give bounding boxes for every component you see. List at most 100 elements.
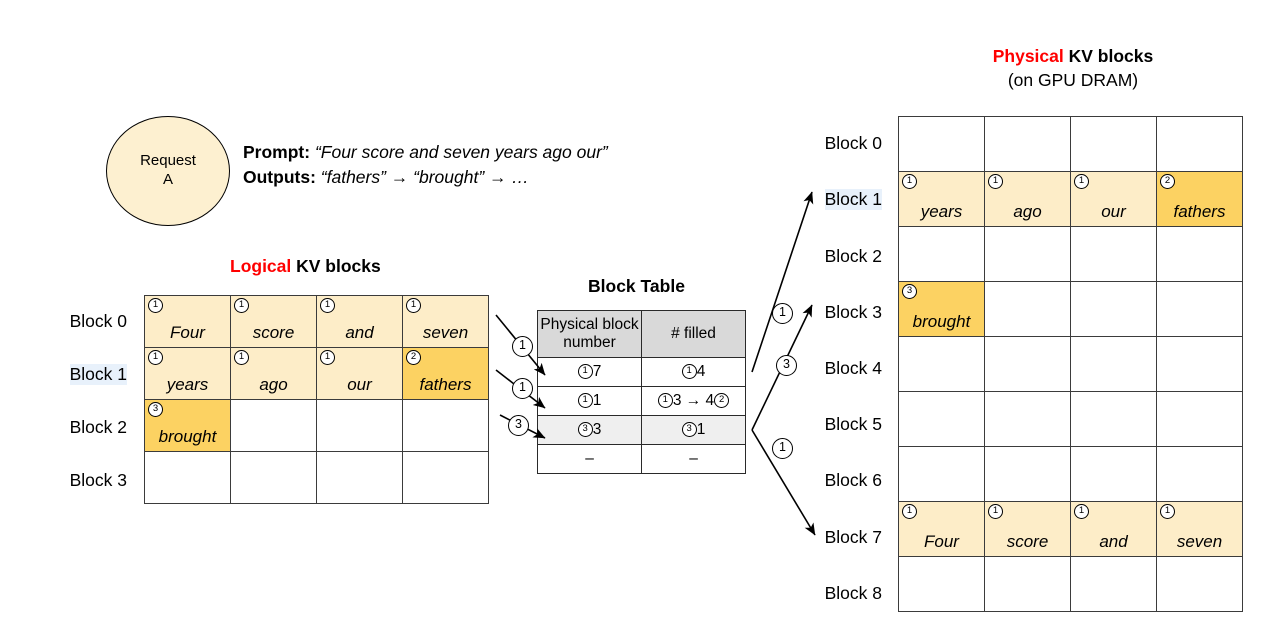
request-label: Request <box>140 152 196 170</box>
header-line-2: number <box>563 334 616 351</box>
num-filled-value: – <box>689 450 698 467</box>
physical-block-value: 1 <box>592 392 602 409</box>
token-text: Four <box>170 323 205 342</box>
step-number-badge: 1 <box>902 174 917 189</box>
kv-cell <box>1070 391 1157 447</box>
token-text: our <box>347 375 372 394</box>
kv-cell <box>402 399 489 452</box>
header-num-filled: # filled <box>641 310 746 358</box>
kv-cell <box>898 226 985 282</box>
token-text: our <box>1101 202 1126 221</box>
kv-cell <box>984 556 1071 612</box>
step-number-badge: 1 <box>1074 504 1089 519</box>
kv-cell <box>1070 226 1157 282</box>
kv-cell <box>1070 336 1157 392</box>
prompt-text: “Four score and seven years ago our” <box>314 142 608 162</box>
header-physical-block-number: Physical block number <box>537 310 642 358</box>
physical-block-value: 3 <box>592 421 602 438</box>
kv-cell <box>402 451 489 504</box>
step-number-badge: 1 <box>234 298 249 313</box>
kv-cell <box>316 399 403 452</box>
step-number-badge: 2 <box>1160 174 1175 189</box>
block-row-label-8: Block 8 <box>824 582 882 603</box>
block-row-label-0: Block 0 <box>824 133 882 154</box>
num-filled-value: 1 <box>696 421 706 438</box>
arrow-step-badge: 1 <box>512 378 533 399</box>
step-number-badge: 1 <box>577 393 593 408</box>
kv-cell <box>230 399 317 452</box>
token-text: and <box>1099 532 1128 551</box>
kv-cell <box>1156 391 1243 447</box>
kv-cell <box>144 451 231 504</box>
kv-cell <box>316 451 403 504</box>
step-number-badge: 2 <box>714 393 730 408</box>
token-text: brought <box>912 312 971 331</box>
kv-cell <box>1156 226 1243 282</box>
request-bubble: Request A <box>106 116 230 226</box>
outputs-label: Outputs: <box>243 167 316 188</box>
block-row-label-0: Block 0 <box>69 310 127 331</box>
token-text: Four <box>924 532 959 551</box>
kv-cell-inner: 2 fathers <box>1157 172 1242 226</box>
kv-grid-row <box>898 116 1243 172</box>
block-row-label-2: Block 2 <box>69 416 127 437</box>
header-line-1: Physical block <box>540 316 639 334</box>
token-text: score <box>252 323 295 342</box>
block-row-label-1: Block 1 <box>824 189 882 211</box>
token-text: fathers <box>1173 202 1226 221</box>
kv-cell <box>984 336 1071 392</box>
kv-cell <box>1070 446 1157 502</box>
cell-num-filled: – <box>641 444 746 474</box>
prompt-outputs-block: Prompt: “Four score and seven years ago … <box>243 140 608 191</box>
kv-cell <box>898 336 985 392</box>
prompt-line: Prompt: “Four score and seven years ago … <box>243 140 608 165</box>
block-row-label-6: Block 6 <box>824 470 882 491</box>
kv-cell <box>898 556 985 612</box>
token-text: ago <box>1013 202 1042 221</box>
token-text: seven <box>422 323 469 342</box>
prompt-label: Prompt: <box>243 142 311 162</box>
block-row-label-5: Block 5 <box>824 414 882 435</box>
block-row-label-2: Block 2 <box>824 245 882 266</box>
logical-title-rest: KV blocks <box>291 256 381 276</box>
block-row-label-4: Block 4 <box>824 357 882 378</box>
step-number-badge: 1 <box>406 298 421 313</box>
arrow-step-badge: 3 <box>776 355 797 376</box>
kv-cell <box>1156 336 1243 392</box>
token-text: seven <box>1176 532 1223 551</box>
step-number-badge: 1 <box>988 174 1003 189</box>
outputs-text: “fathers” → “brought” → … <box>320 167 529 188</box>
kv-cell-inner: 1 and <box>1071 502 1156 556</box>
physical-title-main: Physical KV blocks <box>898 45 1248 69</box>
step-number-badge: 1 <box>988 504 1003 519</box>
num-filled-value: 4 <box>696 363 706 380</box>
kv-cell-inner: 1 ago <box>985 172 1070 226</box>
kv-cell <box>1156 556 1243 612</box>
kv-grid-row <box>898 556 1243 612</box>
physical-block-value: 7 <box>592 363 602 380</box>
kv-cell: 2 fathers <box>1156 171 1243 227</box>
kv-grid-row <box>144 451 489 504</box>
